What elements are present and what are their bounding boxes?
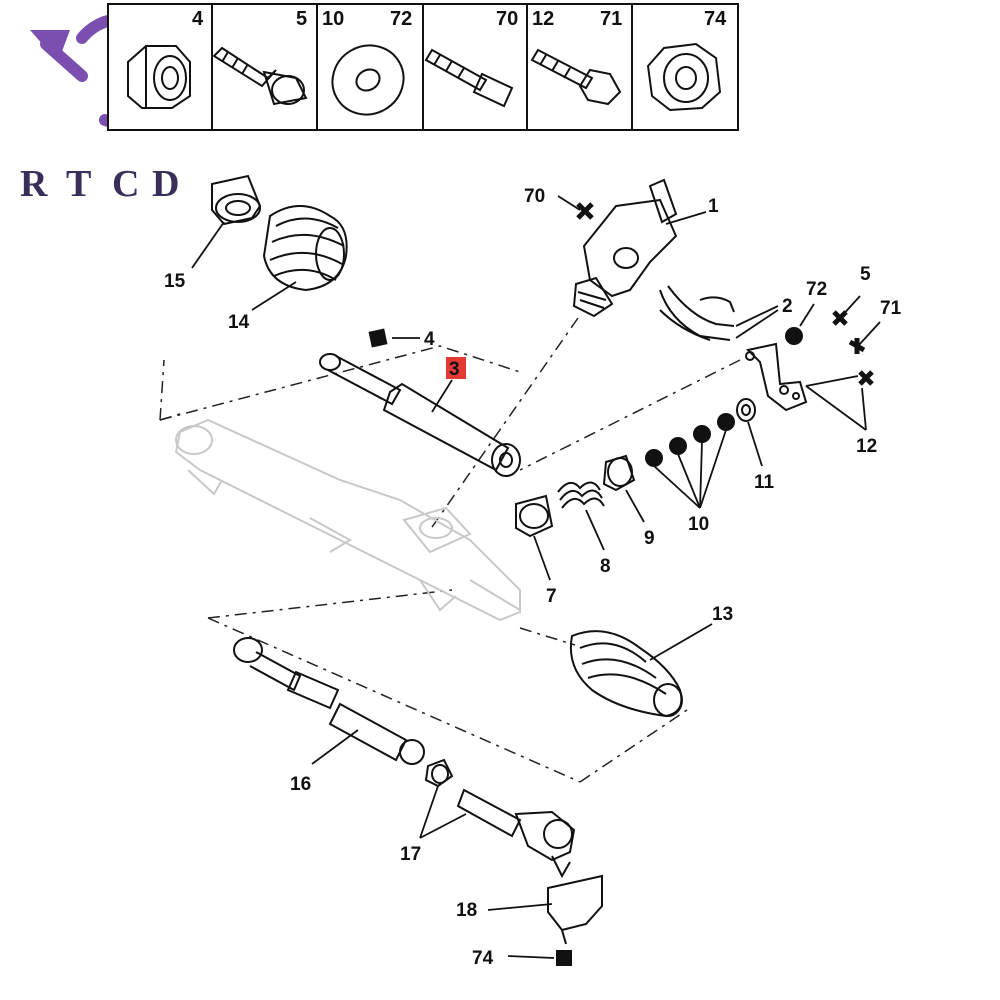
marker-72-dot: [785, 327, 803, 345]
brand-letter-c: C: [112, 163, 153, 205]
part-14-boot: [262, 205, 348, 292]
socket-screw-icon: [424, 48, 514, 108]
callout-2: 2: [782, 296, 793, 317]
callout-17: 17: [400, 844, 421, 865]
callout-70: 70: [524, 186, 545, 207]
callout-1: 1: [708, 196, 719, 217]
callout-12: 12: [856, 436, 877, 457]
part-3-steering-damper: [319, 353, 521, 477]
part-8-spring: [557, 481, 605, 509]
callout-14: 14: [228, 312, 250, 333]
callout-16: 16: [290, 774, 311, 795]
part-2-fluid-pipes: [659, 285, 735, 341]
callout-3: 3: [449, 359, 460, 380]
part-7-yoke: [515, 494, 554, 538]
callout-72: 72: [806, 279, 827, 300]
part-13-boot: [570, 630, 683, 718]
header-label-71: 71: [600, 8, 622, 30]
brand-letter-r: R: [20, 163, 61, 205]
part-1-pinion-housing: [572, 178, 678, 318]
lock-nut-icon: [646, 42, 722, 112]
part-11-ring: [736, 398, 756, 422]
part-9-adjuster-plug: [602, 454, 636, 492]
brand-letter-t: T: [66, 163, 105, 205]
part-17-lock-nut: [424, 758, 454, 788]
callout-71: 71: [880, 298, 902, 319]
header-label-5: 5: [296, 8, 307, 30]
assembly-frames: [159, 317, 741, 783]
hardware-header: 4 5 10 72 70 12 71 74: [107, 3, 739, 131]
header-label-72: 72: [390, 8, 412, 30]
header-label-70: 70: [496, 8, 518, 30]
marker-74-square: [556, 950, 572, 966]
callout-3-highlight: [446, 357, 466, 379]
flanged-bolt-icon: [212, 46, 308, 106]
rack-housing-ghost: [174, 418, 521, 622]
part-15-bushing: [211, 174, 262, 226]
header-label-10: 10: [322, 8, 344, 30]
leader-lines: [191, 195, 881, 959]
part-10-seals: [645, 413, 735, 467]
part-18-steering-arm: [547, 874, 603, 945]
marker-70-cross: [576, 202, 594, 220]
callout-10: 10: [688, 514, 709, 535]
washer-icon: [331, 44, 405, 116]
marker-4-square: [368, 328, 388, 348]
marker-12-cross: [858, 370, 874, 386]
header-label-74: 74: [704, 8, 727, 30]
part-16-inner-tie-rod: [233, 637, 425, 765]
brand-letter-d: D: [152, 163, 193, 205]
callout-18: 18: [456, 900, 477, 921]
hex-bolt-icon: [530, 48, 622, 106]
nut-icon: [127, 45, 191, 109]
callout-13: 13: [712, 604, 733, 625]
callout-7: 7: [546, 586, 557, 607]
callout-11: 11: [754, 472, 775, 493]
callout-74: 74: [472, 948, 494, 969]
callout-9: 9: [644, 528, 655, 549]
marker-71-cross: [848, 338, 866, 354]
callout-labels: 1 2 3 4 5 7 8 9 10 11 12 13 14 15 16 17 …: [164, 186, 902, 969]
mounting-bracket: [745, 342, 808, 412]
callout-4: 4: [424, 329, 435, 350]
header-label-4: 4: [192, 8, 204, 30]
callout-15: 15: [164, 271, 186, 292]
header-label-12: 12: [532, 8, 554, 30]
callout-5: 5: [860, 264, 871, 285]
callout-8: 8: [600, 556, 611, 577]
part-17-tie-rod-end: [456, 788, 576, 879]
